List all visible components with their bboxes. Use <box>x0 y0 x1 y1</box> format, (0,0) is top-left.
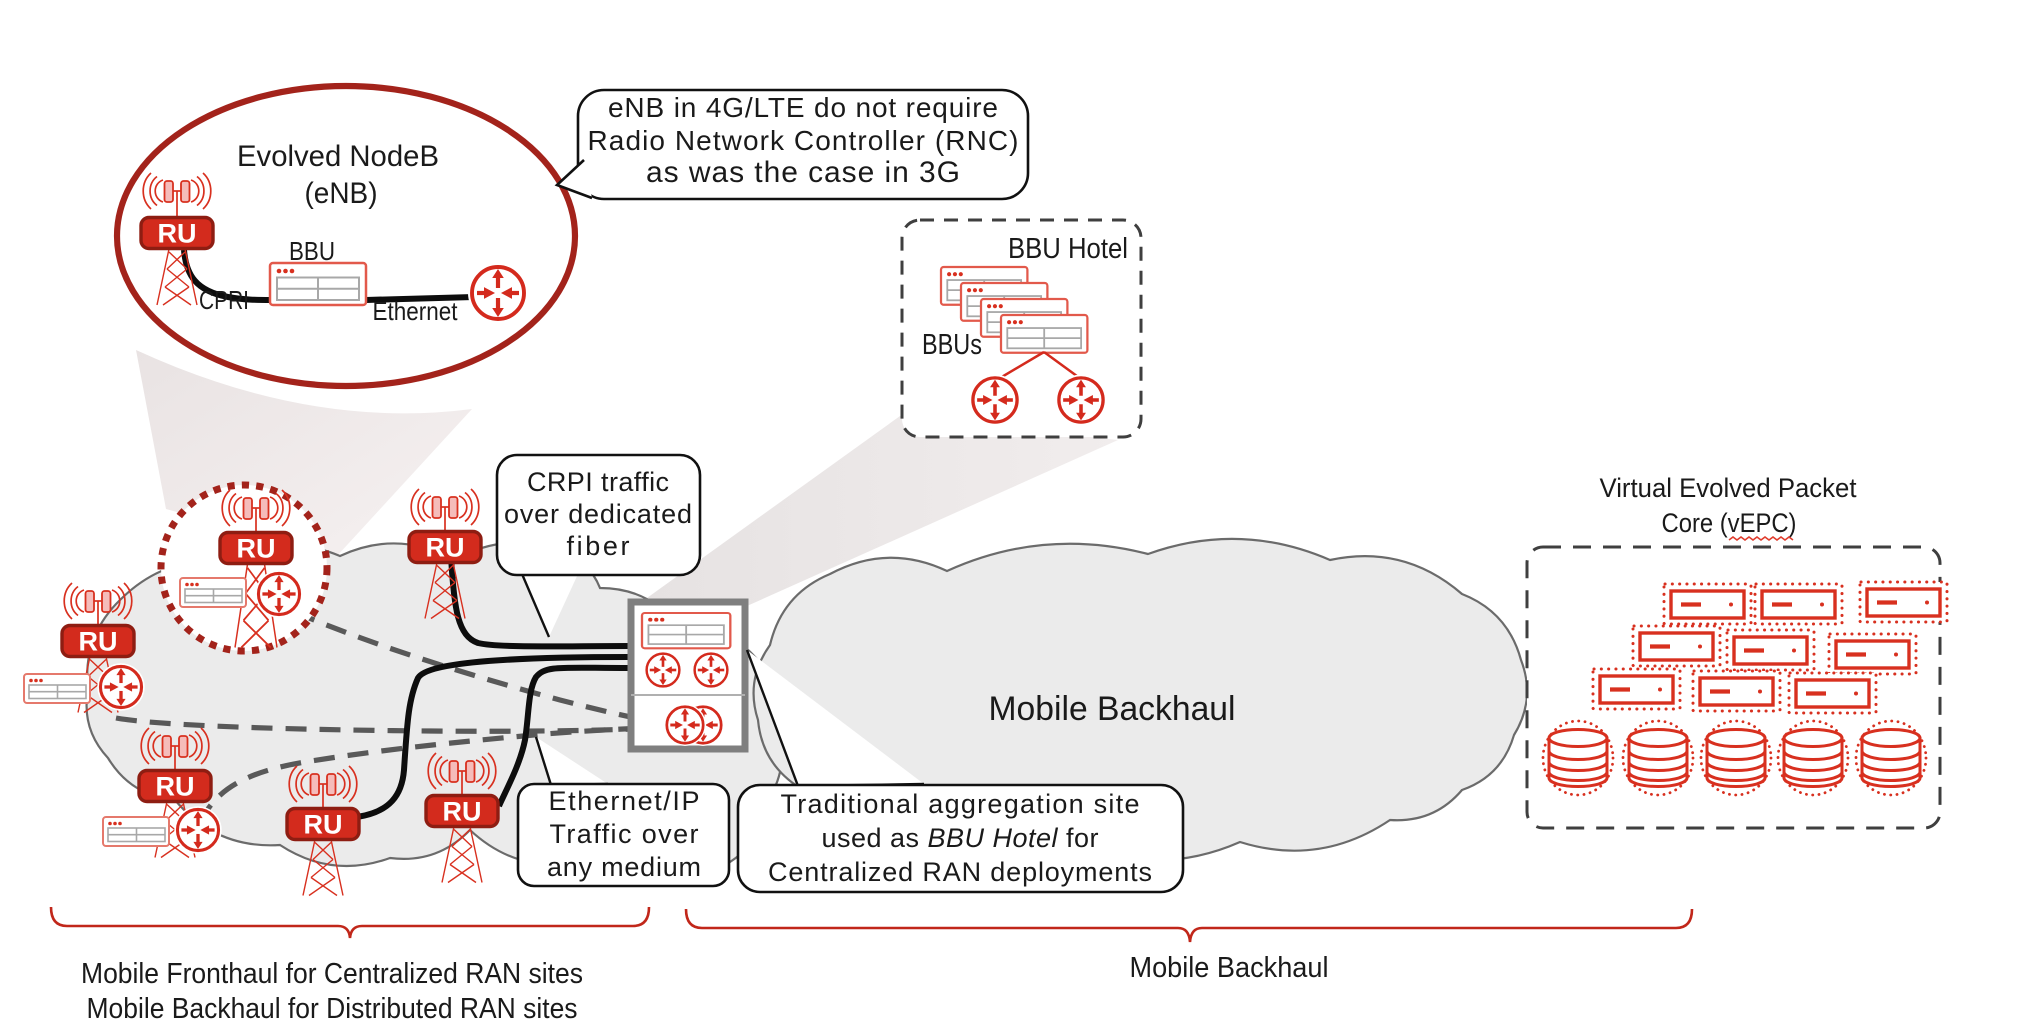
svg-text:fiber: fiber <box>567 531 630 561</box>
svg-text:Mobile Backhaul: Mobile Backhaul <box>989 690 1236 728</box>
svg-text:Centralized RAN deployments: Centralized RAN deployments <box>768 857 1152 887</box>
svg-text:Ethernet: Ethernet <box>373 296 459 326</box>
svg-text:Evolved NodeB: Evolved NodeB <box>237 140 439 173</box>
svg-text:Core (vEPC): Core (vEPC) <box>1662 508 1797 538</box>
svg-text:Mobile Backhaul for Distribute: Mobile Backhaul for Distributed RAN site… <box>87 993 578 1025</box>
svg-text:Mobile Fronthaul for Centraliz: Mobile Fronthaul for Centralized RAN sit… <box>81 958 583 990</box>
svg-text:Traffic over: Traffic over <box>550 819 699 849</box>
svg-text:as was the case in 3G: as was the case in 3G <box>646 156 960 189</box>
svg-text:Ethernet/IP: Ethernet/IP <box>549 786 700 816</box>
svg-text:BBU: BBU <box>289 236 335 266</box>
svg-text:(eNB): (eNB) <box>305 177 378 210</box>
svg-text:BBU Hotel: BBU Hotel <box>1008 233 1128 265</box>
svg-text:CRPI traffic: CRPI traffic <box>527 467 669 497</box>
svg-text:Mobile Backhaul: Mobile Backhaul <box>1130 952 1329 984</box>
svg-text:CPRI: CPRI <box>199 285 249 315</box>
svg-text:any medium: any medium <box>547 852 701 882</box>
svg-text:BBUs: BBUs <box>922 329 982 361</box>
svg-text:Traditional aggregation site: Traditional aggregation site <box>781 789 1140 819</box>
svg-text:Radio Network Controller (RNC): Radio Network Controller (RNC) <box>588 125 1019 156</box>
svg-text:over dedicated: over dedicated <box>504 499 692 529</box>
svg-text:used as BBU Hotel for: used as BBU Hotel for <box>822 823 1099 853</box>
svg-text:eNB in 4G/LTE do not require: eNB in 4G/LTE do not require <box>608 92 998 123</box>
svg-text:Virtual Evolved Packet: Virtual Evolved Packet <box>1600 473 1857 503</box>
